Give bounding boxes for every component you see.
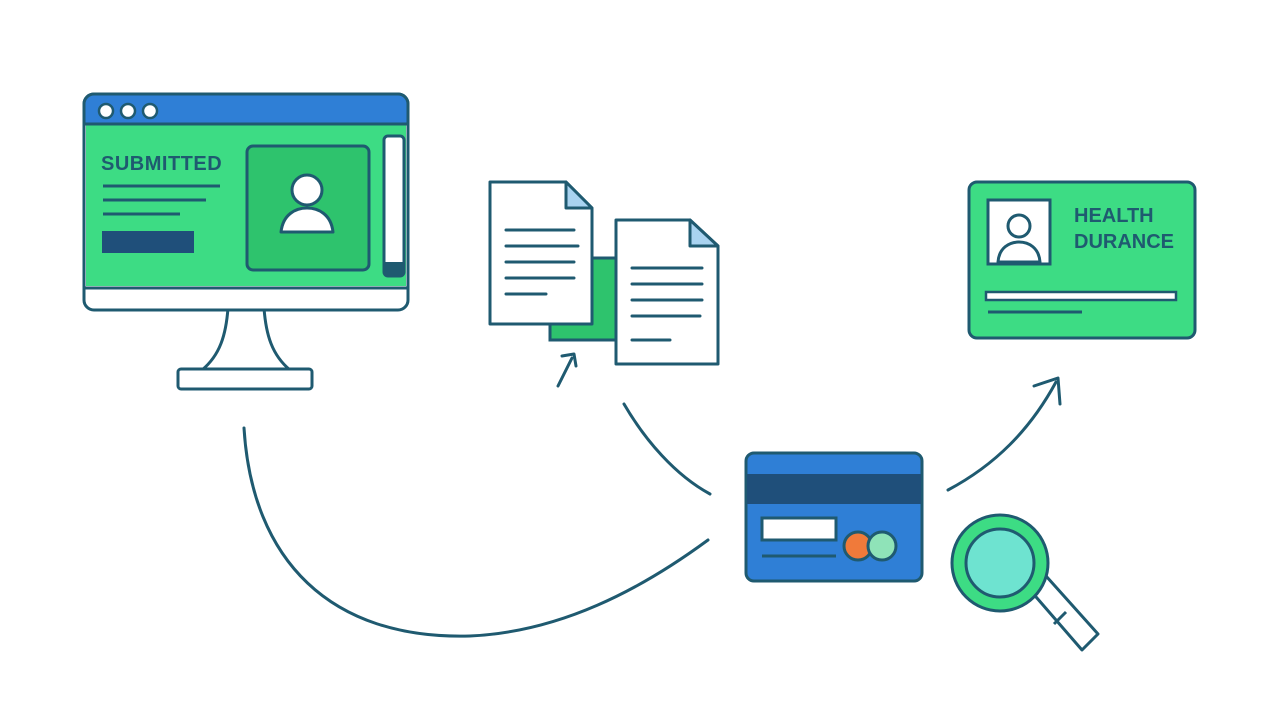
- documents-stack: [488, 180, 720, 366]
- arrowhead-to-insurance: [1032, 376, 1062, 406]
- monitor: SUBMITTED: [82, 92, 410, 391]
- submitted-status-text: SUBMITTED: [101, 153, 222, 175]
- window-dot-icon: [119, 102, 137, 120]
- window-scrollbar: [382, 134, 406, 278]
- arrowhead-small: [560, 352, 578, 368]
- user-avatar-icon: [279, 173, 335, 234]
- insurance-card: HEALTH DURANCE: [967, 180, 1197, 340]
- magnifier-handle-grip: [1052, 610, 1068, 626]
- document-icon: [614, 218, 720, 366]
- window-scrollbar-track: [384, 262, 404, 276]
- connector-card-to-insurance: [946, 380, 1058, 492]
- connector-small-arrow: [556, 356, 574, 388]
- connector-monitor-to-card: [242, 426, 710, 638]
- window-dot-icon: [97, 102, 115, 120]
- monitor-stand: [200, 306, 292, 372]
- user-avatar-icon: [996, 213, 1042, 264]
- connector-documents-to-card: [622, 402, 712, 496]
- insurance-title-line2: DURANCE: [1074, 231, 1174, 253]
- document-icon: [488, 180, 594, 326]
- monitor-base: [176, 367, 314, 391]
- window-title-bar: [82, 92, 410, 126]
- submit-button: [102, 231, 194, 253]
- payment-card-name-box: [760, 516, 838, 542]
- credit-card-icon: [744, 451, 924, 583]
- payment-card-chip-mint: [866, 530, 898, 562]
- window-dot-icon: [141, 102, 159, 120]
- payment-card-stripe: [747, 474, 921, 504]
- magnifier-lens: [964, 527, 1036, 599]
- magnifying-glass-icon: [950, 513, 1100, 652]
- insurance-title-line1: HEALTH: [1074, 205, 1154, 227]
- flow-connectors: [242, 352, 1062, 638]
- insurance-info-bar: [984, 290, 1178, 302]
